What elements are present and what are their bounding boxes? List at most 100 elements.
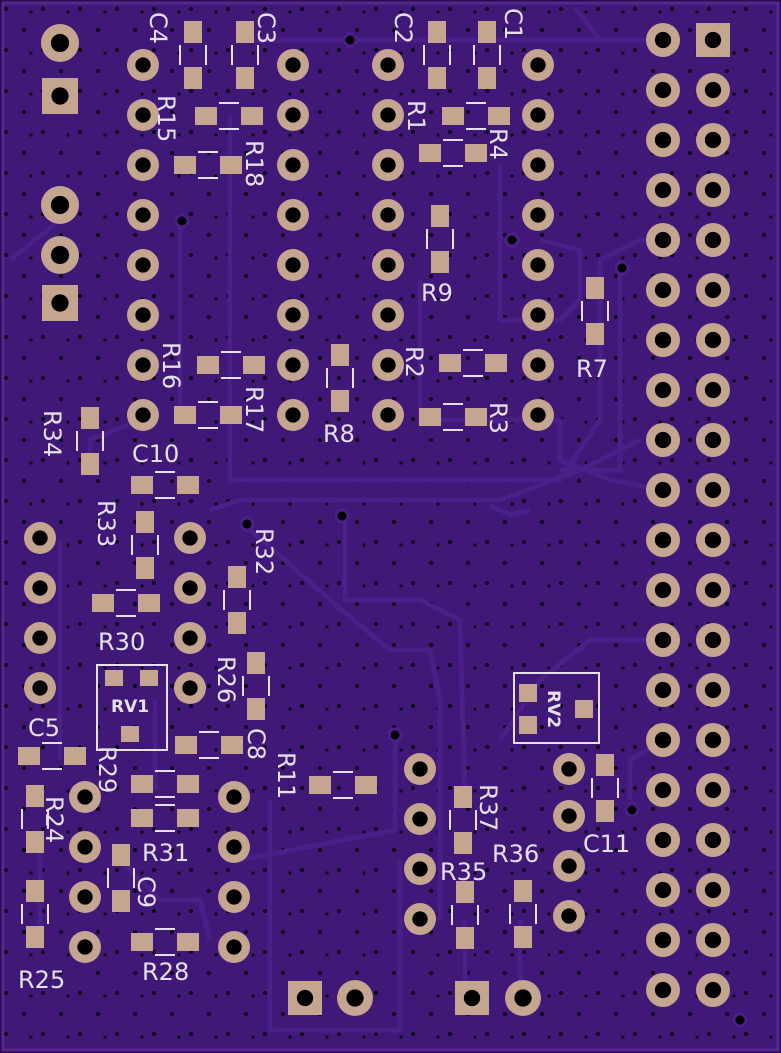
round-pad	[174, 572, 206, 604]
label-c8: C8	[242, 728, 270, 760]
round-pad	[337, 980, 373, 1016]
smd-component	[442, 102, 510, 130]
label-r8: R8	[323, 420, 355, 448]
smd-component	[131, 770, 199, 798]
label-r1: R1	[402, 100, 430, 132]
label-r28: R28	[142, 958, 189, 986]
smd-component	[175, 731, 243, 759]
label-c4: C4	[144, 12, 172, 44]
round-pad	[372, 49, 404, 81]
label-r7: R7	[576, 355, 608, 383]
square-pad	[288, 981, 322, 1015]
round-pad	[277, 299, 309, 331]
round-pad	[174, 522, 206, 554]
round-pad	[646, 173, 680, 207]
smd-component	[309, 771, 377, 799]
smd-component	[581, 277, 609, 345]
label-r9: R9	[421, 279, 453, 307]
label-r35: R35	[440, 858, 487, 886]
round-pad	[218, 831, 250, 863]
round-pad	[24, 622, 56, 654]
round-pad	[277, 399, 309, 431]
label-c3: C3	[252, 12, 280, 44]
round-pad	[553, 900, 585, 932]
round-pad	[41, 236, 79, 274]
round-pad	[646, 223, 680, 257]
label-r33: R33	[92, 500, 120, 547]
round-pad	[277, 349, 309, 381]
smd-component	[223, 566, 251, 634]
round-pad	[522, 49, 554, 81]
round-pad	[696, 223, 730, 257]
round-pad	[696, 373, 730, 407]
label-c1: C1	[499, 8, 527, 40]
smd-component	[242, 652, 270, 720]
smd-component	[107, 844, 135, 912]
round-pad	[372, 249, 404, 281]
round-pad	[646, 673, 680, 707]
label-r2: R2	[400, 346, 428, 378]
smd-component	[451, 881, 479, 949]
round-pad	[646, 823, 680, 857]
round-pad	[41, 24, 79, 62]
round-pad	[127, 349, 159, 381]
round-pad	[696, 73, 730, 107]
round-pad	[646, 123, 680, 157]
round-pad	[553, 753, 585, 785]
round-pad	[404, 753, 436, 785]
smd-component	[509, 880, 537, 948]
round-pad	[24, 522, 56, 554]
smd-component	[131, 928, 199, 956]
label-r36: R36	[492, 840, 539, 868]
label-r25: R25	[18, 966, 65, 994]
smd-component	[326, 344, 354, 412]
smd-component	[231, 21, 259, 89]
round-pad	[277, 99, 309, 131]
square-pad	[42, 78, 78, 114]
label-c10: C10	[132, 440, 179, 468]
silkscreen-labels: C4 C3 C2 C1 R15 R18 R1 R4 R9 R7 R16 R2 R…	[18, 8, 630, 994]
round-pad	[646, 423, 680, 457]
smd-footprints	[18, 21, 619, 956]
round-pad	[646, 623, 680, 657]
label-r31: R31	[142, 839, 189, 867]
round-pad	[696, 173, 730, 207]
round-pad	[127, 399, 159, 431]
round-pad	[553, 850, 585, 882]
round-pad	[646, 923, 680, 957]
round-pad	[696, 573, 730, 607]
label-r15: R15	[152, 95, 180, 142]
round-pad	[696, 873, 730, 907]
smd-component	[591, 754, 619, 822]
smd-component	[439, 349, 507, 377]
smd-component	[419, 139, 487, 167]
round-pad	[696, 273, 730, 307]
smd-component	[131, 804, 199, 832]
smd-component	[18, 742, 86, 770]
round-pad	[696, 523, 730, 557]
label-r24: R24	[40, 796, 68, 843]
round-pad	[127, 149, 159, 181]
round-pad	[522, 249, 554, 281]
label-r32: R32	[250, 528, 278, 575]
round-pad	[127, 99, 159, 131]
smd-component	[197, 351, 265, 379]
round-pad	[646, 323, 680, 357]
smd-component	[419, 403, 487, 431]
label-c2: C2	[389, 12, 417, 44]
label-rv1: RV1	[111, 697, 149, 717]
round-pad	[404, 803, 436, 835]
smd-component	[195, 102, 263, 130]
vias	[174, 32, 748, 1028]
round-pad	[646, 573, 680, 607]
smd-component	[131, 511, 159, 579]
round-pad	[696, 773, 730, 807]
through-hole-pads	[24, 23, 730, 1016]
round-pad	[522, 149, 554, 181]
round-pad	[696, 673, 730, 707]
traces	[8, 6, 667, 1033]
label-c5: C5	[28, 714, 60, 742]
label-r3: R3	[484, 402, 512, 434]
round-pad	[646, 373, 680, 407]
round-pad	[69, 831, 101, 863]
